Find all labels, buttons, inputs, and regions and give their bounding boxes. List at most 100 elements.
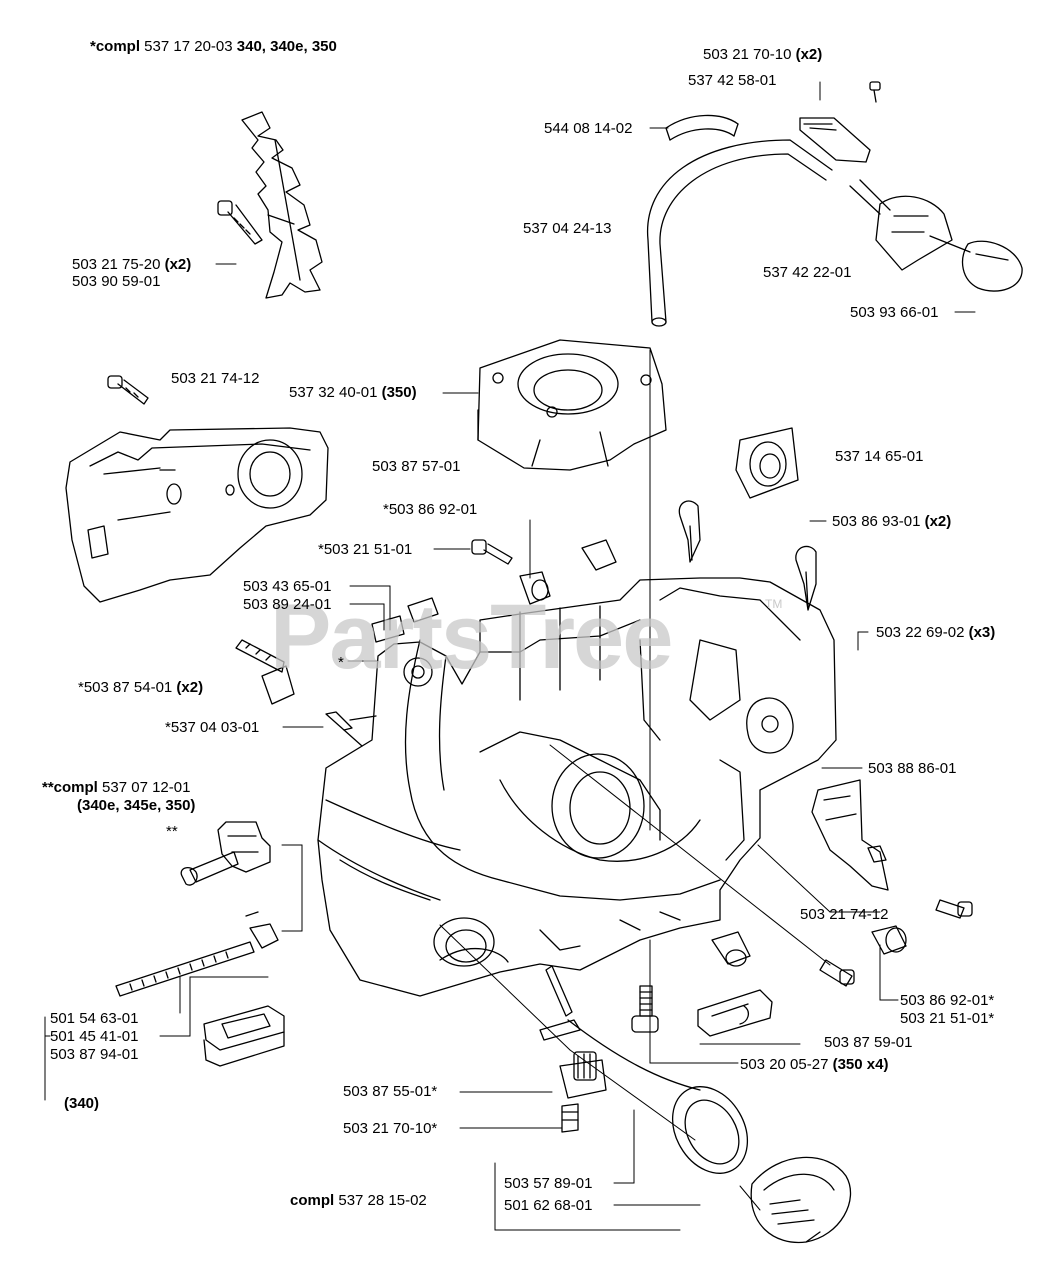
label-run: 503 57 89-01: [504, 1175, 593, 1192]
label-run: 537 42 22-01: [763, 264, 852, 281]
label-run: (350): [381, 384, 417, 401]
p-5032170-top: 503 21 70-10 (x2): [703, 46, 822, 63]
label-run: 503 88 86-01: [868, 760, 957, 777]
label-run: 503 90 59-01: [72, 273, 161, 290]
heat-shield: [811, 779, 889, 891]
label-run: *537 04 03-01: [165, 719, 260, 736]
vent-hose: [799, 117, 891, 215]
label-run: 340, 340e, 350: [236, 38, 337, 55]
label-run: 503 22 69-02: [876, 624, 969, 641]
p-5374258: 537 42 58-01: [688, 72, 776, 89]
p-5032151-a: *503 21 51-01: [318, 541, 412, 558]
p-5370424: 537 04 24-13: [523, 220, 611, 237]
label-run: 503 21 70-10*: [343, 1120, 438, 1137]
label-run: 503 86 93-01: [832, 513, 925, 530]
chain-tensioner: [180, 821, 271, 886]
label-run: 503 87 55-01*: [343, 1083, 438, 1100]
p-5038757: 503 87 57-01: [372, 458, 460, 475]
p-5034365: 503 43 65-01: [243, 578, 331, 595]
label-run: 503 21 70-10: [703, 46, 796, 63]
label-run: 537 07 12-01: [97, 779, 191, 796]
p-5038759: 503 87 59-01: [824, 1034, 912, 1051]
label-run: 537 42 58-01: [688, 72, 777, 89]
label-run: (x3): [968, 624, 996, 641]
spacer-right: [871, 925, 907, 955]
hex-bolt: [819, 959, 855, 987]
small-screw-top: [869, 81, 881, 103]
guide-plate: [203, 1005, 285, 1067]
p-5038886: 503 88 86-01: [868, 760, 956, 777]
leader-lines: [44, 81, 976, 1231]
label-run: *503 87 54-01: [78, 679, 177, 696]
primer-bulb: [875, 195, 1023, 292]
label-run: *503 86 92-01: [383, 501, 478, 518]
label-run: 503 87 57-01: [372, 458, 461, 475]
label-run: 537 04 24-13: [523, 220, 612, 237]
filter-housing: [559, 1051, 607, 1133]
p-5371465: 537 14 65-01: [835, 448, 923, 465]
p-5038794: 503 87 94-01: [50, 1046, 138, 1063]
label-run: 537 14 65-01: [835, 448, 924, 465]
label-run: 501 62 68-01: [504, 1197, 593, 1214]
label-run: 503 43 65-01: [243, 578, 332, 595]
p-5035789: 503 57 89-01: [504, 1175, 592, 1192]
label-run: 503 87 59-01: [824, 1034, 913, 1051]
p-5038692-b: 503 86 92-01*: [900, 992, 994, 1009]
tensioner-screw: [115, 911, 279, 997]
compl-53707-models: (340e, 345e, 350): [77, 797, 195, 814]
label-run: 501 54 63-01: [50, 1010, 139, 1027]
oil-cap: [750, 1156, 852, 1244]
compl-53707: **compl 537 07 12-01: [42, 779, 190, 796]
p-5440814: 544 08 14-02: [544, 120, 632, 137]
p-5038754: *503 87 54-01 (x2): [78, 679, 203, 696]
clutch-cover: [65, 427, 329, 603]
watermark: PartsTree: [270, 586, 673, 688]
label-run: 544 08 14-02: [544, 120, 633, 137]
p-5374222: 537 42 22-01: [763, 264, 851, 281]
watermark-trademark: TM: [765, 597, 783, 611]
p-5373240: 537 32 40-01 (350): [289, 384, 417, 401]
p-5038924: 503 89 24-01: [243, 596, 331, 613]
p-5032175: 503 21 75-20 (x2): [72, 256, 191, 273]
label-run: 503 21 51-01*: [900, 1010, 995, 1027]
chain-pin: [325, 711, 363, 747]
p-5032174-b: 503 21 74-12: [800, 906, 888, 923]
cylinder-cover: [477, 339, 667, 471]
bar-bolt: [235, 639, 295, 705]
label-run: 503 21 74-12: [800, 906, 889, 923]
strap-clip: [711, 931, 751, 967]
cylinder-bolt: [631, 985, 659, 1033]
label-run: 503 86 92-01*: [900, 992, 995, 1009]
label-run: 501 45 41-01: [50, 1028, 139, 1045]
oil-seal-ring: [671, 1086, 749, 1174]
label-run: 503 21 74-12: [171, 370, 260, 387]
sleeve: [697, 989, 773, 1037]
p-5015463: 501 54 63-01: [50, 1010, 138, 1027]
label-run: (350 x4): [832, 1056, 889, 1073]
p-5032269: 503 22 69-02 (x3): [876, 624, 995, 641]
label-run: **compl: [42, 779, 98, 796]
label-run: **: [166, 823, 178, 840]
p-5016268: 501 62 68-01: [504, 1197, 592, 1214]
oil-pickup: [539, 965, 701, 1091]
p-star: *: [338, 654, 344, 671]
p-5032151-b: 503 21 51-01*: [900, 1010, 994, 1027]
p-5038692-a: *503 86 92-01: [383, 501, 477, 518]
label-run: (x2): [924, 513, 952, 530]
p-340: (340): [64, 1095, 99, 1112]
p-5370403: *537 04 03-01: [165, 719, 259, 736]
compl-53717: *compl 537 17 20-03 340, 340e, 350: [90, 38, 337, 55]
mount-screw: [471, 539, 551, 605]
label-run: (x2): [164, 256, 192, 273]
spike-screw: [217, 200, 263, 245]
p-5038755: 503 87 55-01*: [343, 1083, 437, 1100]
p-5039059: 503 90 59-01: [72, 273, 160, 290]
rubber-mounts: [581, 500, 817, 611]
shield-screw: [935, 899, 973, 919]
cover-screw: [107, 375, 149, 405]
intake-adapter: [735, 427, 799, 499]
label-run: (x2): [176, 679, 204, 696]
fuel-tube: [646, 114, 833, 327]
